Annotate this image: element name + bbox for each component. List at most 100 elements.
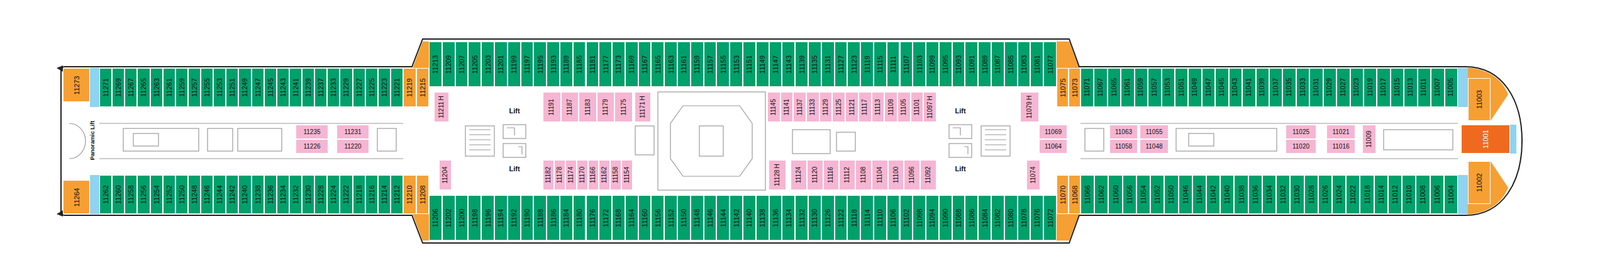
cabin-number: 11031 [1312,77,1320,97]
cabin-text-holder: 11075 [1057,68,1068,107]
cabin-box: 11026 [1318,174,1333,214]
cabin-box: 11036 [1248,174,1263,214]
cabin-text-holder: 11116 [823,160,839,190]
cabin-number: 11086 [967,208,975,228]
cabin-text-holder: 11054 [1137,175,1150,214]
cabin-number: 11094 [928,208,936,228]
cabin-box: 11074 [1026,159,1041,190]
cabin-box: 11222 [339,174,353,214]
cabin-number: 11074 [1030,166,1037,184]
cabin-box: 11160 [638,194,652,241]
cabin-number: 11006 [1433,184,1441,204]
cabin-box: 11156 [650,194,665,241]
cabin-number: 11147 [771,55,779,74]
cabin-text-holder: 11079H [1020,92,1039,122]
cabin-number: H [774,163,781,168]
cabin-text-holder: 11086 [965,195,978,240]
cabin-text-holder: 11035 [1283,68,1295,107]
cabin-box: 11219 [403,67,417,107]
cabin-text-holder: 11090 [939,195,952,240]
cabin-box: 11049 [1188,67,1202,107]
cabin-box: 11034 [1262,174,1277,214]
cabin-number: 11198 [471,208,478,228]
cabin-number: 11153 [732,55,740,74]
cabin-text-holder: 11162 [599,160,610,190]
cabin-number: 11163 [667,55,675,74]
cabin-text-holder: 11062 [1094,175,1108,214]
cabin-number: 11258 [127,184,135,204]
cabin-text-holder: 11193 [547,42,560,87]
cabin-box: 11086 [964,194,978,241]
cabin-box: 11044 [1192,174,1207,214]
cabin-box: 11189 [559,41,573,87]
cabin-number: 11149 [759,55,767,74]
cabin-number: 11197 [523,55,531,74]
cabin-number: 11050 [1167,184,1175,204]
cabin-box: 11119 [860,41,874,87]
cabin-number: 11127 [837,55,845,74]
cabin-number: 11089 [981,54,989,74]
cabin-text-holder: 11233 [327,68,339,107]
cabin-text-holder: 11069 [1039,125,1067,139]
cabin-text-holder: 11157 [704,42,717,87]
cabin-box: 11227 [352,67,366,107]
cabin-text-holder: 11247 [252,68,264,107]
cabin-number: 11253 [216,77,224,97]
cabin-number: 11062 [1098,184,1106,204]
cabin-box: 11125 [832,91,846,123]
cabin-box: 11138 [755,194,770,241]
cabin-text-holder: 11087 [991,42,1004,87]
cabin-box: 11146 [703,194,717,241]
cabin-box: 11215 [416,67,430,107]
cabin-box: 11221 [390,67,404,107]
cabin-text-holder: 11125 [832,92,845,122]
cabin-number: 11018 [1363,184,1371,204]
cabin-text-holder: 11208 [416,175,429,214]
cabin-box: 11122 [834,194,848,241]
cabin-number: 11033 [1299,77,1307,97]
cabin-box: 11244 [213,174,226,214]
cabin-text-holder: 11017 [1377,68,1390,107]
cabin-box: 11149 [755,41,770,87]
cabin-box: 11204 [438,159,452,190]
cabin-box: 11181 [586,41,600,87]
cabin-number: 11207 [457,54,465,74]
cabin-number: 11255 [203,77,211,97]
cabin-box: 11039 [1255,67,1270,107]
cabin-text-holder: 11205 [468,42,481,87]
cabin-box: 11083 [1017,41,1031,87]
cabin-number: 11273 [72,75,80,95]
cabin-box: 11148 [690,194,704,241]
cabin-text-holder: 11093 [952,42,965,87]
cabin-number: H [927,95,934,100]
cabin-box: 11241 [289,67,302,107]
cabin-number: 11111 [889,55,897,73]
cabin-text-holder: 11038 [1234,175,1248,214]
cabin-text-holder: 11271 [100,68,112,107]
cabin-box: 11212 [390,174,404,214]
cabin-text-holder: 11200 [455,195,468,240]
cabin-number: 11043 [1232,77,1239,97]
cabin-text-holder: 11269 [112,68,124,107]
cabin-text-holder: 11027 [1337,68,1350,107]
cabin-number: 11126 [824,208,832,228]
cabin-box: 11233 [327,67,340,107]
cabin-text-holder: 11244 [213,175,226,214]
cabin-box: 11062 [1094,174,1109,214]
cabin-number: 11167 [641,55,649,74]
cabin-text-holder: 11058 [1110,139,1138,153]
cabin-box: 11143 [781,41,795,87]
cabin-number: 11262 [102,184,110,204]
cabin-box: 11249 [238,67,251,107]
cabin-text-holder: 11113 [872,92,885,122]
cabin-box: 11003 [1467,77,1491,121]
cabin-text-holder: 11146 [704,195,717,240]
cabin-box: 11079H [1020,91,1039,123]
cabin-box: 11208 [416,174,430,214]
cabin-text-holder: 11009 [1362,125,1376,153]
cabin-text-holder: 11080 [1005,195,1017,240]
cabin-text-holder: 11152 [664,195,677,240]
cabin-number: 11156 [654,208,662,228]
cabin-box: 11203 [481,41,495,87]
cabin-text-holder: 11092 [920,160,936,190]
